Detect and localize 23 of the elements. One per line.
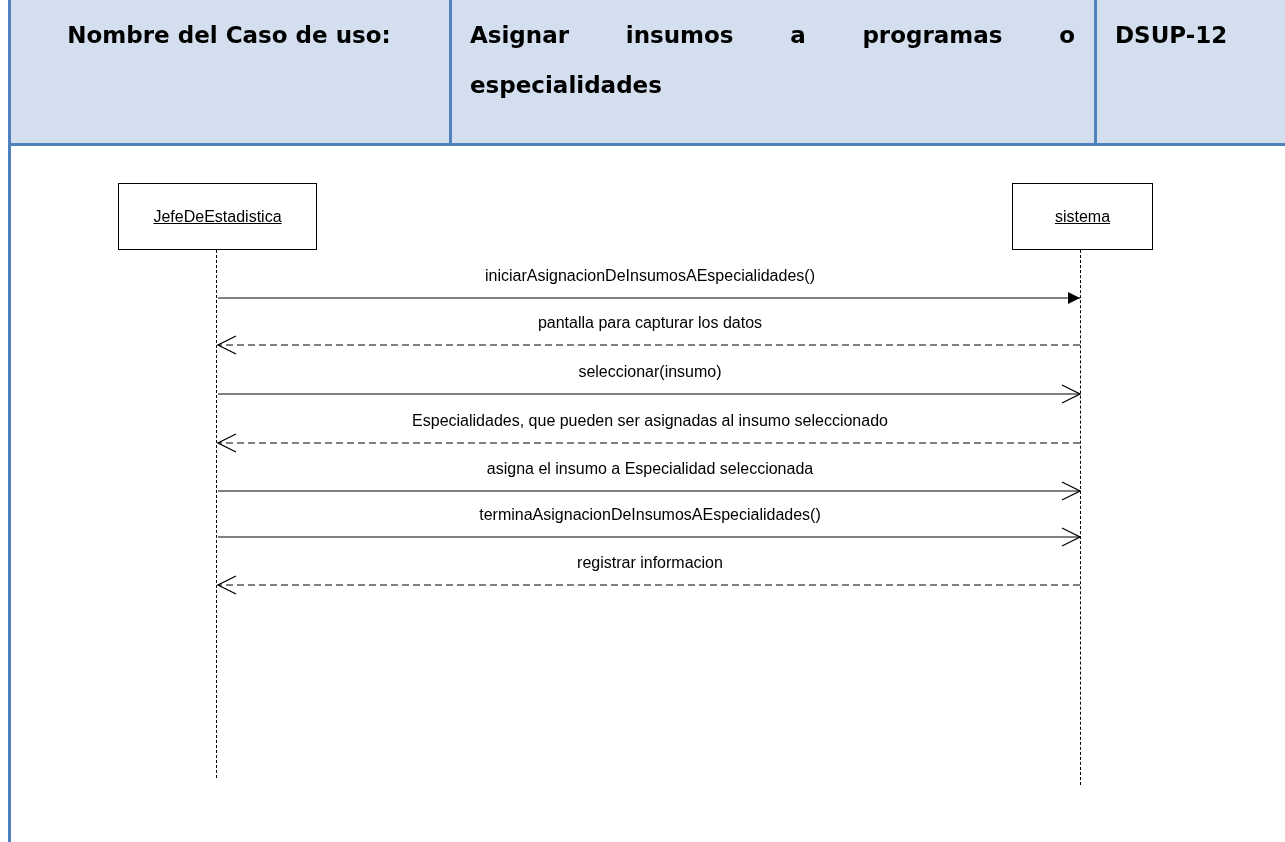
message-arrow [217,433,1081,453]
object-name: sistema [1054,206,1111,227]
message-label: Especialidades, que pueden ser asignadas al insumo seleccionado [411,411,889,431]
header-cell-text: Nombre del Caso de uso: [66,21,392,50]
message-label: seleccionar(insumo) [577,362,723,382]
header-cell-text: Asignar insumos a programas o especialidades [469,21,1076,100]
message-arrow [217,575,1081,595]
message-label: asigna el insumo a Especialidad seleccionada [485,459,815,479]
lifeline-head-box [1012,183,1153,250]
message-label: iniciarAsignacionDeInsumosAEspecialidades() [484,266,816,286]
lifeline-head-box [118,183,317,250]
lifeline [1080,250,1082,785]
message-label: registrar informacion [576,553,724,573]
message-label: pantalla para capturar los datos [536,313,764,333]
lifeline [216,250,218,778]
message-arrow [217,527,1081,547]
message-label: terminaAsignacionDeInsumosAEspecialidades() [478,505,822,525]
object-name: JefeDeEstadistica [153,206,282,227]
message-arrow [217,292,1081,304]
message-arrow [217,335,1081,355]
message-arrow [217,384,1081,404]
message-arrow [217,481,1081,501]
header-cell-text: DSUP-12 [1114,21,1229,50]
